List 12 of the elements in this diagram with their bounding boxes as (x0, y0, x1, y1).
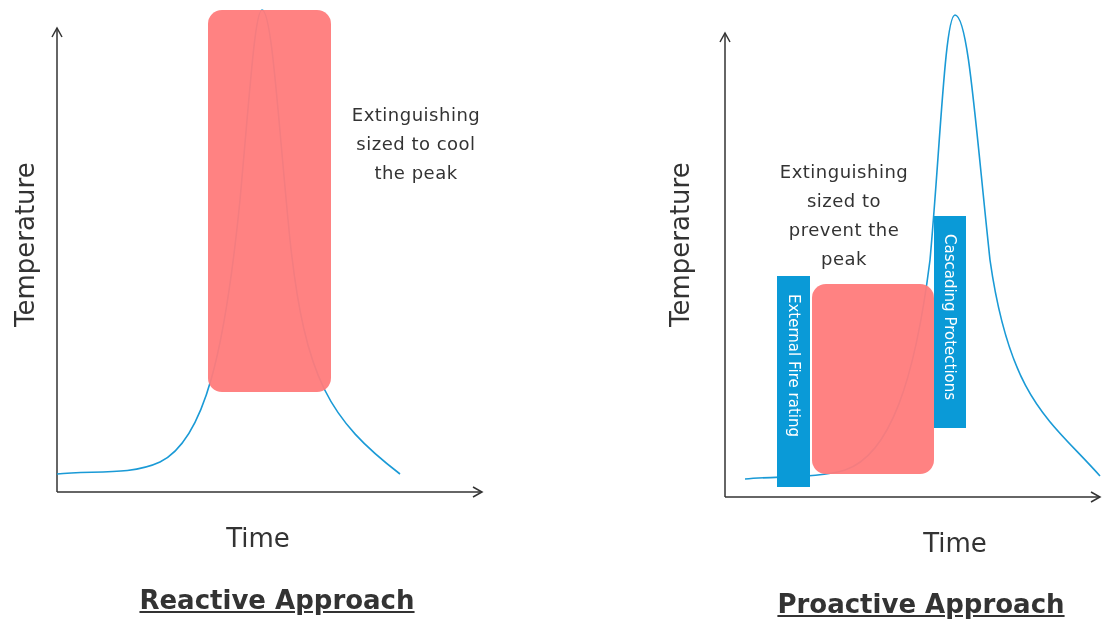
annotation-text: Extinguishing sized to prevent the peak (778, 160, 910, 271)
shaded-zone (208, 10, 331, 392)
shaded-zone (812, 284, 934, 474)
axis-label: Time (922, 528, 988, 558)
chart-title: Proactive Approach (776, 589, 1066, 619)
axis-label: Temperature (665, 161, 695, 330)
axis-label: Time (225, 523, 291, 553)
protection-bar: External Fire rating (777, 276, 810, 487)
annotation-text: Extinguishing sized to cool the peak (350, 103, 482, 185)
axis-label: Temperature (10, 161, 40, 330)
protection-bar: Cascading Protections (934, 216, 966, 428)
chart-title: Reactive Approach (138, 585, 416, 615)
